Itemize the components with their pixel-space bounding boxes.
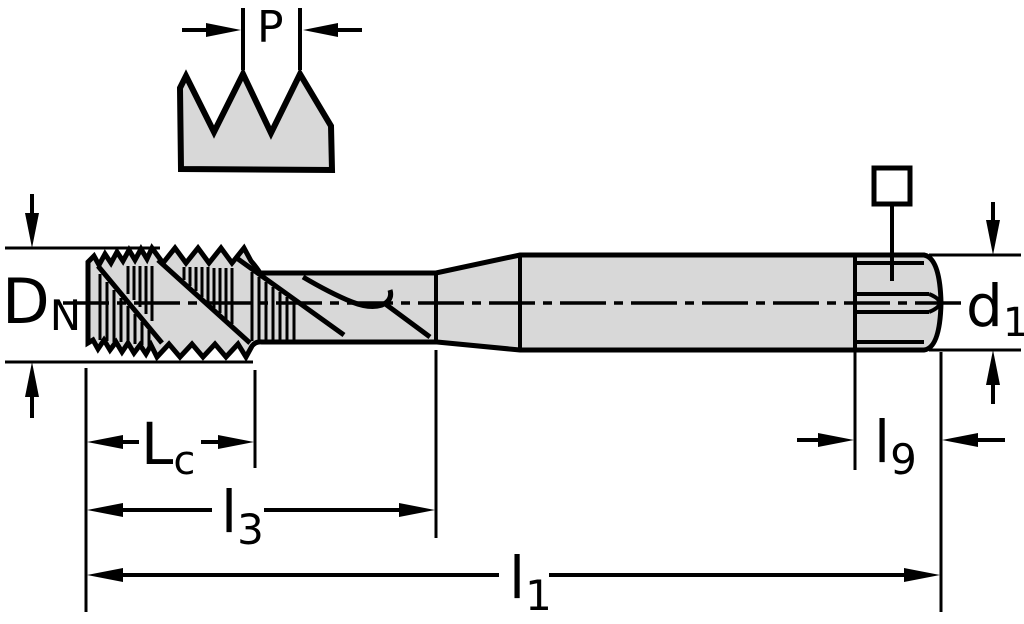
thread-length-label: l3 [221, 478, 264, 554]
square-length-label: l9 [874, 408, 917, 484]
square-drive [853, 165, 943, 348]
thread-profile-shape [176, 67, 336, 174]
l9-arrow-right [942, 433, 978, 447]
pitch-dimension: P [182, 2, 362, 53]
l1-arrow-right [904, 568, 940, 582]
dimension-square-length: l9 [797, 408, 1005, 484]
nominal-diameter-label: DN [2, 265, 81, 340]
thread-hatch-lower-left [98, 274, 151, 346]
dn-arrow-bottom [25, 362, 39, 397]
dimension-nominal-diameter: DN [2, 194, 253, 418]
dimension-overall-length: l1 [87, 544, 940, 620]
d1-arrow-top [986, 220, 1000, 255]
lc-arrow-left [87, 435, 123, 449]
thread-hatch-upper-mid [182, 267, 234, 324]
l9-arrow-left [818, 433, 854, 447]
dn-arrow-top [25, 213, 39, 248]
pitch-extension-lines [241, 8, 302, 70]
dimension-shank-diameter: d1 [929, 202, 1024, 404]
tap-body [63, 165, 962, 362]
flute-lines [96, 256, 432, 345]
l3-arrow-left [87, 503, 123, 517]
square-drive-edges [853, 257, 943, 348]
pitch-label: P [257, 2, 284, 53]
pitch-arrow-right [303, 23, 338, 37]
l3-arrow-right [399, 503, 435, 517]
thread-hatch-lower-right [250, 272, 296, 341]
overall-length-label: l1 [509, 544, 552, 620]
d1-arrow-bottom [986, 350, 1000, 385]
extension-lines [84, 350, 943, 612]
l1-arrow-left [87, 568, 123, 582]
shank-diameter-label: d1 [966, 272, 1024, 346]
thread-hatch-upper-left [126, 266, 154, 321]
lc-arrow-right [218, 435, 254, 449]
dimension-thread-length: l3 [87, 478, 435, 554]
thread-profile-detail: P [176, 2, 362, 174]
pitch-arrow-left [206, 23, 241, 37]
square-symbol [871, 165, 913, 207]
chamfer-length-label: Lc [141, 410, 195, 484]
dimension-chamfer-length: Lc [87, 410, 254, 484]
